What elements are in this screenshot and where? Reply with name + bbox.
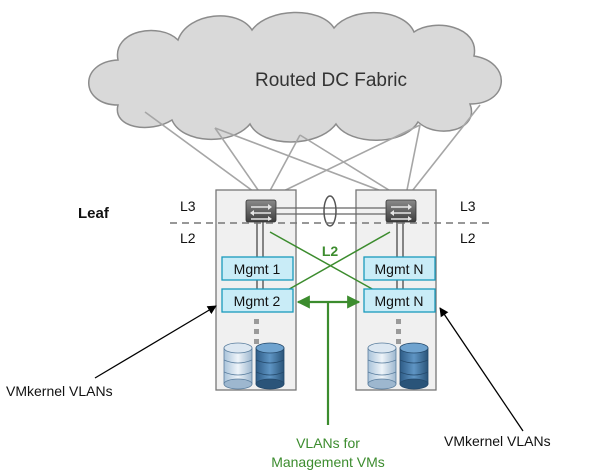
right-storage-icon: [367, 342, 429, 390]
fabric-links: [144, 104, 481, 201]
left-switch-icon: [245, 199, 277, 223]
right-mgmt-top-box: [363, 256, 436, 281]
rack-wiring: [256, 222, 404, 289]
vlans-label-line2: Management VMs: [271, 454, 385, 470]
right-l2-label: L2: [460, 230, 476, 246]
left-callout-label: VMkernel VLANs: [6, 383, 113, 399]
inter-switch-link: [276, 195, 386, 227]
left-mgmt-bottom-label: Mgmt 2: [234, 293, 281, 309]
left-mgmt-top-box: [221, 256, 294, 281]
right-mgmt-bottom-label: Mgmt N: [375, 293, 424, 309]
right-callout-label: VMkernel VLANs: [444, 433, 551, 449]
left-storage-icon: [223, 342, 285, 390]
vlans-label-line1: VLANs for: [296, 435, 360, 451]
left-mgmt-top-label: Mgmt 1: [234, 261, 281, 277]
right-l3-label: L3: [460, 198, 476, 214]
right-switch-icon: [385, 199, 417, 223]
left-callout-arrow: [94, 305, 217, 379]
left-mgmt-bottom-box: [221, 288, 294, 313]
right-mgmt-bottom-box: [363, 288, 436, 313]
right-callout-arrow: [439, 307, 524, 432]
more-vms-dots: [254, 319, 401, 344]
center-l2-label: L2: [322, 243, 339, 259]
leaf-label: Leaf: [78, 205, 110, 222]
routed-fabric-cloud: [88, 11, 502, 143]
cloud-label: Routed DC Fabric: [255, 70, 407, 91]
left-l3-label: L3: [180, 198, 196, 214]
right-mgmt-top-label: Mgmt N: [375, 261, 424, 277]
left-l2-label: L2: [180, 230, 196, 246]
